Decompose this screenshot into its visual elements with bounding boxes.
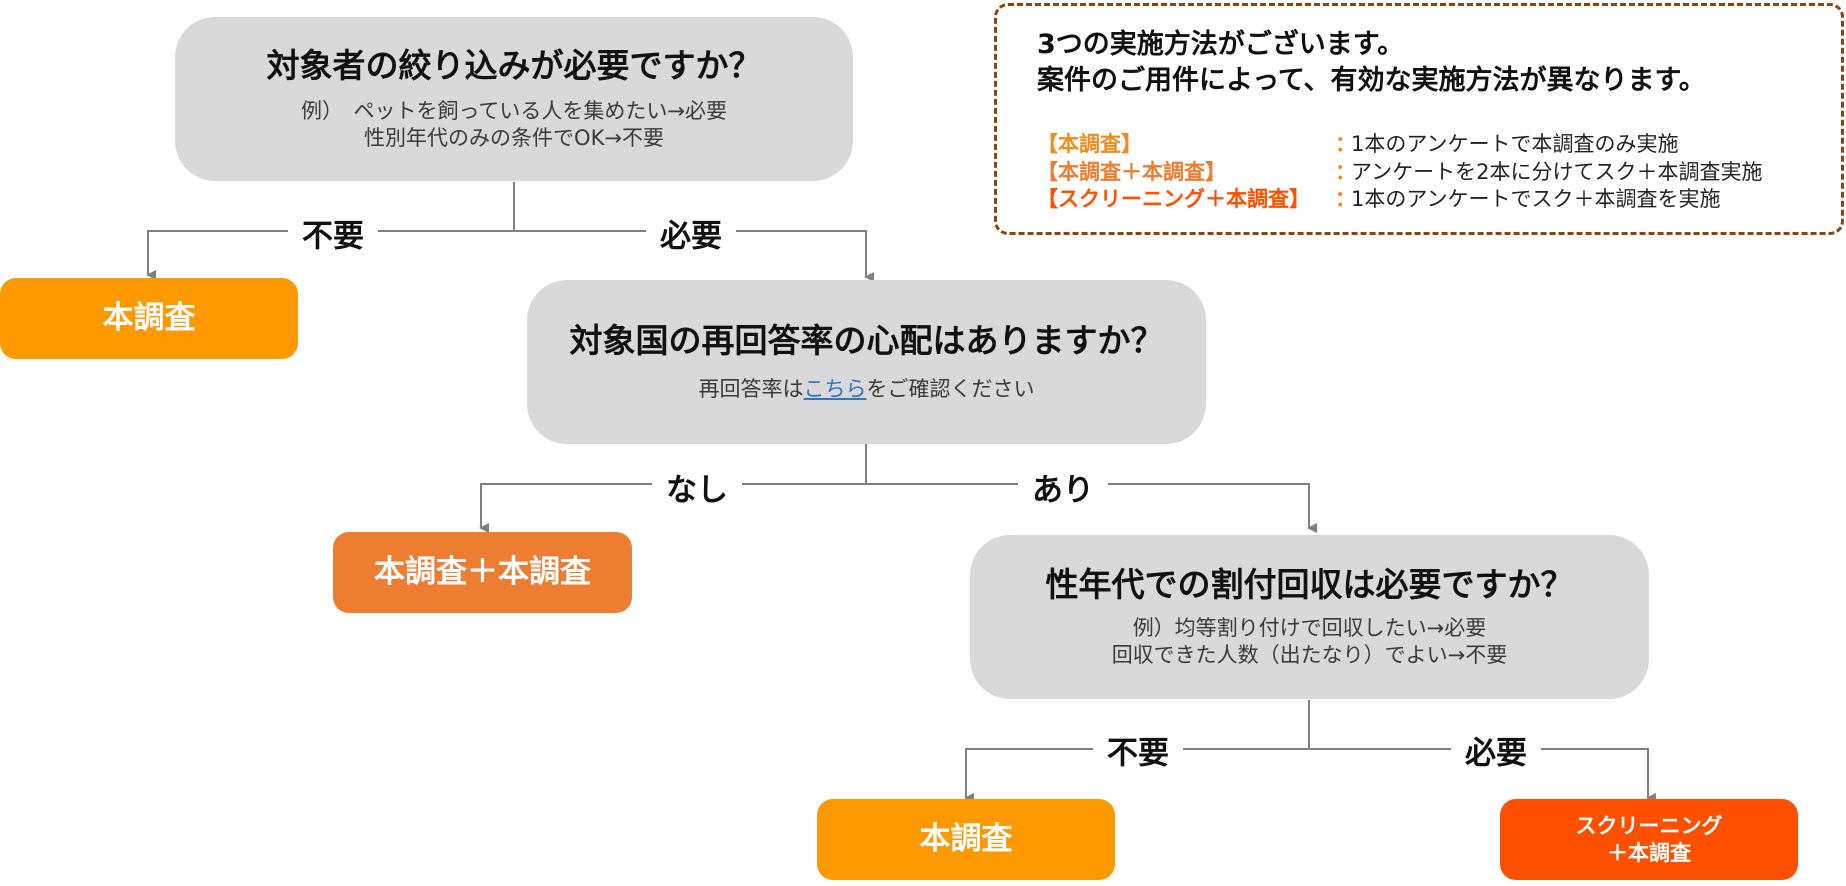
info-heading: 3つの実施方法がございます。 xyxy=(1037,29,1405,60)
result-label-line: スクリーニング xyxy=(1575,814,1723,839)
result-main-survey: 本調査 xyxy=(817,799,1115,880)
method-name: 【スクリーニング＋本調査】 xyxy=(1037,187,1310,211)
question-title: 対象国の再回答率の心配はありますか？ xyxy=(569,320,1164,360)
result-label: 本調査＋本調査 xyxy=(374,554,591,591)
question-target-narrowing: 対象者の絞り込みが必要ですか？ 例） ペットを飼っている人を集めたい→必要 性別… xyxy=(175,17,853,181)
connector-q3-no xyxy=(964,748,1309,803)
question-example-line: 例） ペットを飼っている人を集めたい→必要 xyxy=(300,98,728,123)
connector-q2-yes xyxy=(866,483,1317,533)
connector-q1-yes xyxy=(514,230,874,282)
question-quota-collection: 性年代での割付回収は必要ですか？ 例）均等割り付けで回収したい→必要 回収できた… xyxy=(970,535,1649,699)
method-name: 【本調査】 xyxy=(1037,132,1142,156)
method-description: 1本のアンケートで本調査のみ実施 xyxy=(1351,132,1679,156)
result-main-survey: 本調査 xyxy=(0,278,298,359)
method-info-panel: 3つの実施方法がございます。 案件のご用件によって、有効な実施方法が異なります。… xyxy=(994,3,1844,235)
method-colon: ： xyxy=(1335,132,1356,156)
result-label: 本調査 xyxy=(919,821,1013,858)
branch-label-q1-needed: 必要 xyxy=(646,210,736,256)
branch-label-q1-unneeded: 不要 xyxy=(288,210,378,256)
method-name: 【本調査＋本調査】 xyxy=(1037,160,1226,184)
question-sub-text: 再回答率はこちらをご確認ください xyxy=(699,376,1035,403)
question-title: 対象者の絞り込みが必要ですか？ xyxy=(266,45,762,85)
method-colon: ： xyxy=(1335,160,1356,184)
method-description: アンケートを2本に分けてスク＋本調査実施 xyxy=(1351,160,1763,184)
info-heading: 案件のご用件によって、有効な実施方法が異なります。 xyxy=(1037,65,1706,96)
question-reanswer-rate: 対象国の再回答率の心配はありますか？ 再回答率はこちらをご確認ください xyxy=(527,280,1206,444)
question-example-line: 回収できた人数（出たなり）でよい→不要 xyxy=(1111,642,1508,667)
connector-q3-yes xyxy=(1309,748,1656,803)
question-example-line: 性別年代のみの条件でOK→不要 xyxy=(364,125,664,150)
reanswer-rate-link[interactable]: こちら xyxy=(803,377,867,402)
result-label: 本調査 xyxy=(102,300,196,337)
sub-text-after: をご確認ください xyxy=(866,377,1035,402)
method-description: 1本のアンケートでスク＋本調査を実施 xyxy=(1351,187,1721,211)
method-colon: ： xyxy=(1335,187,1356,211)
result-label-line: ＋本調査 xyxy=(1607,840,1691,865)
branch-label-q2-none: なし xyxy=(652,464,742,510)
result-screening-plus-main-survey: スクリーニング ＋本調査 xyxy=(1500,799,1798,880)
connector-q1-no xyxy=(146,230,514,280)
question-example-line: 例）均等割り付けで回収したい→必要 xyxy=(1132,615,1487,640)
branch-label-q2-exists: あり xyxy=(1018,464,1108,510)
question-title: 性年代での割付回収は必要ですか？ xyxy=(1045,564,1574,604)
branch-label-q3-needed: 必要 xyxy=(1451,727,1541,773)
branch-label-q3-unneeded: 不要 xyxy=(1093,727,1183,773)
result-main-plus-main-survey: 本調査＋本調査 xyxy=(333,532,632,613)
sub-text-before: 再回答率は xyxy=(698,377,804,402)
